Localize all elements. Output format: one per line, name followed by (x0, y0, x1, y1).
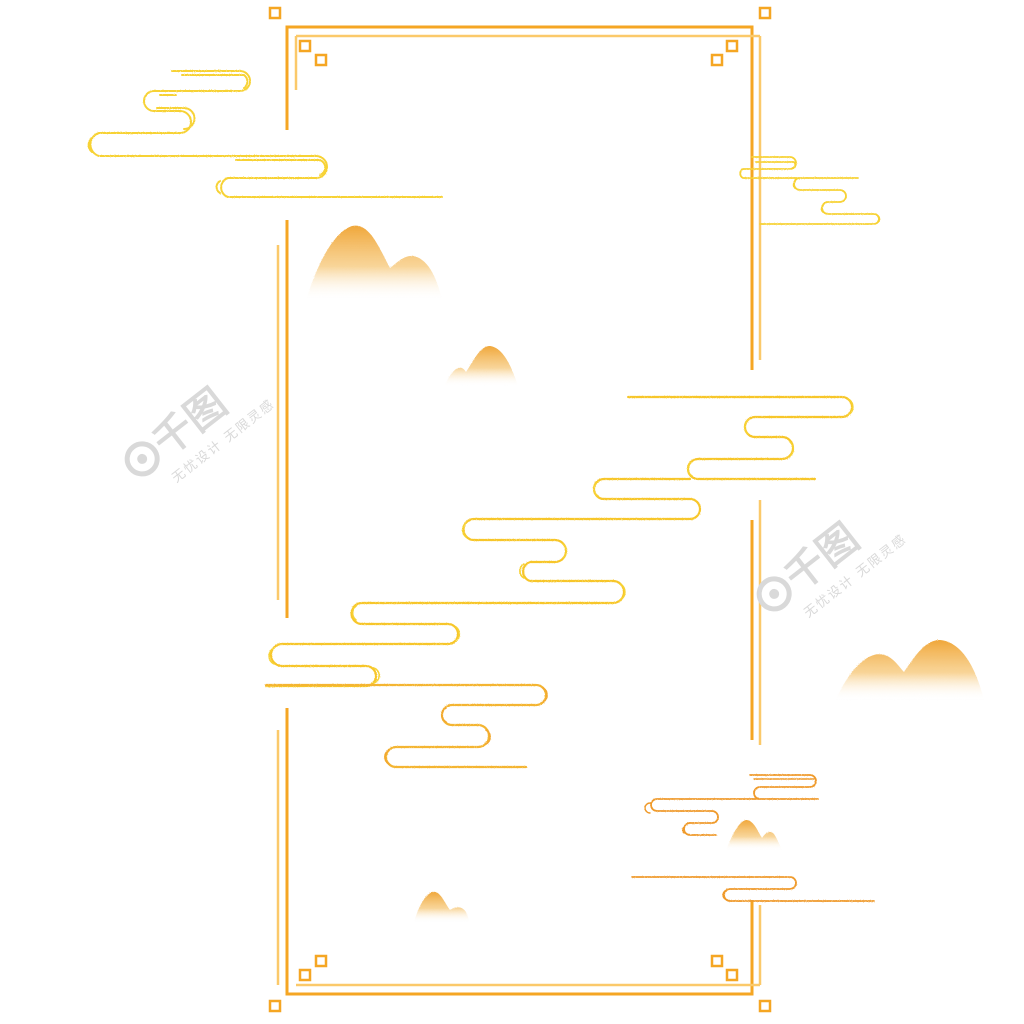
watermark-logo-icon (124, 441, 160, 477)
frame (276, 25, 762, 996)
cloud-top-right (739, 156, 881, 225)
corner-ornament-icon (268, 6, 772, 1013)
mountains (306, 225, 984, 922)
mountain-small-center (444, 346, 518, 386)
frame-inner (276, 34, 762, 987)
mountain-large-left (306, 225, 442, 300)
mountain-right (836, 640, 984, 700)
mountain-small-bottom (414, 891, 470, 922)
mountain-small-bottom-right (726, 820, 782, 850)
cloud-top-left (87, 70, 443, 198)
frame-outer (285, 25, 754, 996)
watermark-left: 千图 无忧设计 无限灵感 (124, 380, 278, 486)
watermark-right: 千图 无忧设计 无限灵感 (756, 515, 910, 621)
cloud-center (264, 395, 854, 769)
watermark-logo-icon (756, 576, 792, 612)
cloud-bottom-right (631, 774, 875, 902)
